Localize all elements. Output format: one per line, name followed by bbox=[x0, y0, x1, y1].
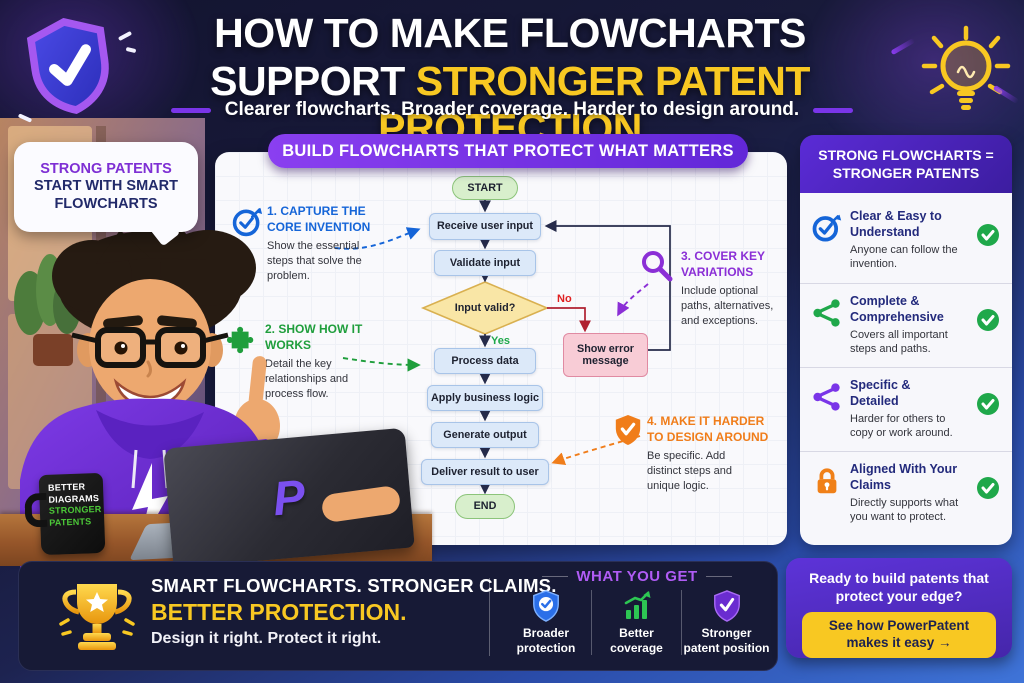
network-icon bbox=[813, 383, 840, 411]
what-you-get-title: WHAT YOU GET bbox=[576, 568, 698, 585]
benefit-better-coverage: Better coverage bbox=[591, 590, 681, 656]
sidebar-title: STRONG FLOWCHARTS = STRONGER PATENTS bbox=[800, 135, 1012, 193]
benefit-label: Broader protection bbox=[516, 626, 576, 655]
item-title: Clear & Easy to Understand bbox=[850, 209, 942, 239]
benefit-label: Better coverage bbox=[610, 626, 663, 655]
subtitle-dash bbox=[170, 107, 211, 113]
flow-node-start: START bbox=[452, 176, 518, 200]
benefit-stronger-position: Stronger patent position bbox=[681, 590, 771, 656]
what-you-get-items: Broader protection Better coverage bbox=[501, 590, 773, 656]
sidebar-body: Clear & Easy to Understand Anyone can fo… bbox=[800, 193, 1012, 545]
annotation-title: 1. CAPTURE THE CORE INVENTION bbox=[267, 204, 371, 234]
annotation-3: 3. COVER KEY VARIATIONS Include optional… bbox=[642, 249, 785, 329]
annotation-desc: Show the essential steps that solve the … bbox=[267, 240, 362, 282]
sidebar-title-line1: STRONG FLOWCHARTS = bbox=[818, 146, 994, 163]
message-line2: BETTER PROTECTION. bbox=[151, 599, 407, 625]
divider bbox=[489, 578, 490, 656]
message-line3: Design it right. Protect it right. bbox=[151, 630, 382, 647]
check-circle-icon bbox=[977, 477, 999, 499]
speech-bubble: STRONG PATENTS START WITH SMART FLOWCHAR… bbox=[14, 142, 198, 232]
annotation-desc: Include optional paths, alternatives, an… bbox=[681, 285, 774, 327]
what-you-get-header: WHAT YOU GET bbox=[501, 568, 773, 585]
sidebar-item-aligned: Aligned With Your Claims Directly suppor… bbox=[800, 451, 1012, 535]
item-title: Specific & Detailed bbox=[850, 378, 911, 408]
annotation-title: 4. MAKE IT HARDER TO DESIGN AROUND bbox=[647, 414, 769, 444]
shield-check-icon bbox=[26, 17, 109, 114]
annotation-4: 4. MAKE IT HARDER TO DESIGN AROUND Be sp… bbox=[615, 414, 779, 494]
puzzle-icon bbox=[227, 326, 254, 354]
annotation-title: 2. SHOW HOW IT WORKS bbox=[265, 322, 363, 352]
cta-panel: Ready to build patents that protect your… bbox=[786, 558, 1012, 659]
annotation-desc: Be specific. Add distinct steps and uniq… bbox=[647, 450, 732, 492]
panel-title-banner: BUILD FLOWCHARTS THAT PROTECT WHAT MATTE… bbox=[268, 134, 748, 168]
what-you-get: WHAT YOU GET Broader protection bbox=[501, 568, 773, 656]
target-icon bbox=[232, 207, 263, 237]
trophy-icon bbox=[59, 584, 135, 650]
lock-icon bbox=[817, 468, 837, 494]
item-title: Aligned With Your Claims bbox=[850, 462, 958, 492]
flow-node-process: Process data bbox=[434, 348, 536, 374]
flow-node-generate: Generate output bbox=[431, 422, 539, 448]
flow-node-validate: Validate input bbox=[434, 250, 536, 276]
flow-label-yes: Yes bbox=[491, 335, 510, 347]
flow-node-apply: Apply business logic bbox=[427, 385, 543, 411]
subtitle: Clearer flowcharts. Broader coverage. Ha… bbox=[224, 99, 800, 120]
annotation-2: 2. SHOW HOW IT WORKS Detail the key rela… bbox=[227, 322, 377, 402]
benefit-broader-protection: Broader protection bbox=[501, 590, 591, 655]
title-line2-white: SUPPORT bbox=[210, 58, 405, 104]
flow-node-deliver: Deliver result to user bbox=[421, 459, 549, 485]
divider bbox=[542, 576, 569, 577]
cta-question: Ready to build patents that protect your… bbox=[809, 570, 989, 605]
chart-up-icon bbox=[624, 591, 650, 619]
check-circle-icon bbox=[977, 224, 999, 246]
target-check-icon bbox=[812, 214, 842, 242]
mug-text: PATENTS bbox=[49, 516, 92, 528]
sidebar-item-complete: Complete & Comprehensive Covers all impo… bbox=[800, 283, 1012, 367]
subtitle-dash bbox=[813, 107, 854, 113]
item-title: Complete & Comprehensive bbox=[850, 294, 944, 324]
bottom-banner: SMART FLOWCHARTS. STRONGER CLAIMS. BETTE… bbox=[18, 561, 778, 671]
bottom-message: SMART FLOWCHARTS. STRONGER CLAIMS. BETTE… bbox=[151, 575, 557, 648]
page-title: HOW TO MAKE FLOWCHARTS SUPPORT STRONGER … bbox=[110, 10, 910, 152]
mug-text: STRONGER bbox=[48, 504, 102, 517]
sidebar-title-line2: STRONGER PATENTS bbox=[832, 165, 980, 181]
title-line1: HOW TO MAKE FLOWCHARTS bbox=[214, 10, 806, 56]
magnifier-icon bbox=[642, 251, 673, 282]
share-icon bbox=[813, 299, 840, 327]
message-line1: SMART FLOWCHARTS. STRONGER CLAIMS. bbox=[151, 575, 557, 596]
item-desc: Covers all important steps and paths. bbox=[850, 329, 948, 356]
check-circle-icon bbox=[977, 393, 999, 415]
cta-button[interactable]: See how PowerPatent makes it easy → bbox=[802, 612, 996, 659]
subtitle-row: Clearer flowcharts. Broader coverage. Ha… bbox=[0, 99, 1024, 121]
lightbulb-icon bbox=[921, 25, 1011, 110]
shield-blue-icon bbox=[533, 590, 559, 622]
flow-node-decision: Input valid? bbox=[454, 301, 516, 314]
mug-handle bbox=[24, 492, 48, 528]
item-desc: Directly supports what you want to prote… bbox=[850, 497, 959, 524]
check-circle-icon bbox=[977, 309, 999, 331]
shield-purple-icon bbox=[713, 590, 740, 622]
annotation-1: 1. CAPTURE THE CORE INVENTION Show the e… bbox=[232, 204, 389, 284]
benefits-sidebar: STRONG FLOWCHARTS = STRONGER PATENTS Cle… bbox=[800, 135, 1012, 545]
divider bbox=[705, 576, 732, 577]
annotation-title: 3. COVER KEY VARIATIONS bbox=[681, 249, 765, 279]
shield-check-icon bbox=[615, 415, 641, 445]
speech-line1: STRONG PATENTS bbox=[40, 160, 172, 177]
coffee-mug: BETTER DIAGRAMS STRONGER PATENTS bbox=[24, 472, 106, 556]
speech-line2: START WITH SMART FLOWCHARTS bbox=[34, 177, 178, 212]
annotation-desc: Detail the key relationships and process… bbox=[265, 358, 349, 400]
sidebar-item-specific: Specific & Detailed Harder for others to… bbox=[800, 367, 1012, 451]
benefit-label: Stronger patent position bbox=[683, 626, 770, 655]
flow-node-receive: Receive user input bbox=[429, 213, 541, 240]
sidebar-item-clear: Clear & Easy to Understand Anyone can fo… bbox=[800, 199, 1012, 283]
flow-node-error: Show error message bbox=[563, 333, 648, 377]
item-desc: Anyone can follow the invention. bbox=[850, 244, 958, 271]
flow-node-end: END bbox=[455, 494, 515, 519]
item-desc: Harder for others to copy or work around… bbox=[850, 413, 953, 440]
powerpatent-logo: P bbox=[270, 470, 308, 526]
flow-label-no: No bbox=[557, 293, 572, 305]
